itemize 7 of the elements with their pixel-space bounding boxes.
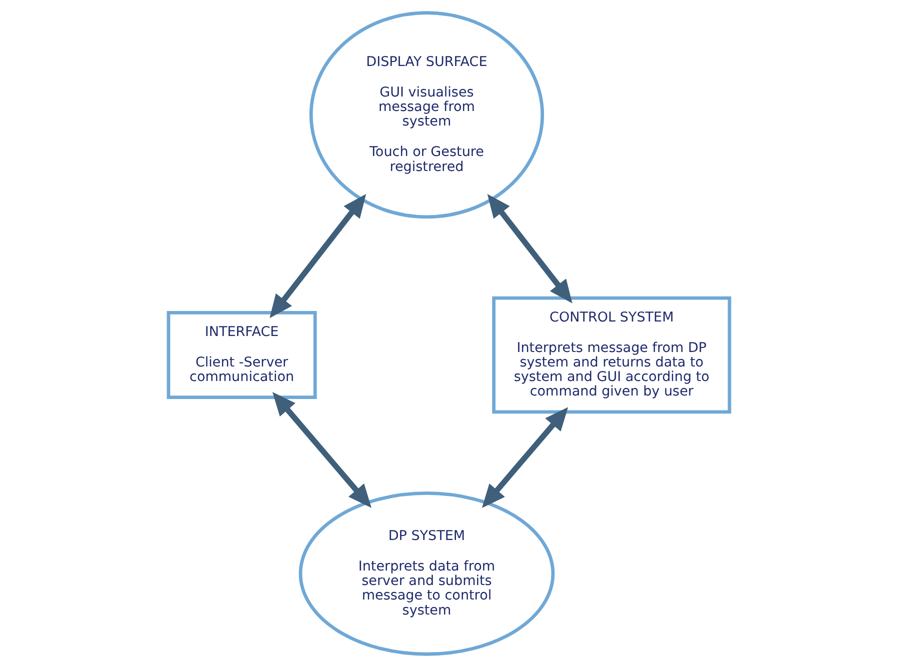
arrow [482,407,568,508]
arrow [270,194,366,318]
node-box: INTERFACE Client -Server communication [166,311,317,399]
arrow [487,194,572,304]
node-box: CONTROL SYSTEM Interprets message from DP system and returns data to system and GUI according to command given by user [492,296,732,414]
arrow [272,392,372,508]
node-ellipse: DP SYSTEM Interprets data from server and submits message to control system [298,492,555,656]
